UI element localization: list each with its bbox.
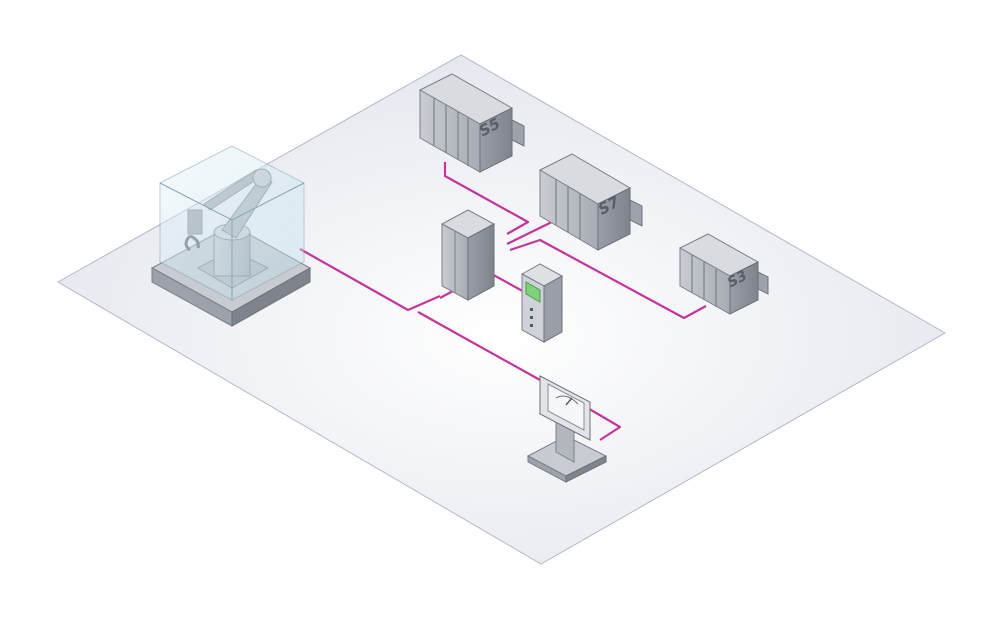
link-robot-gateway (299, 248, 441, 312)
hmi-panel-gauge-icon (526, 375, 608, 483)
plc-s5-icon: S5 (418, 73, 525, 173)
link-s5-gateway (443, 162, 530, 235)
robot-enclosure-icon (150, 145, 312, 327)
plc-s3-icon: S3 (678, 233, 769, 315)
io-module-icon (520, 263, 564, 343)
gateway-module-icon (440, 209, 496, 301)
plc-s7-icon: S7 (538, 153, 643, 251)
link-s3-gateway (509, 238, 707, 320)
